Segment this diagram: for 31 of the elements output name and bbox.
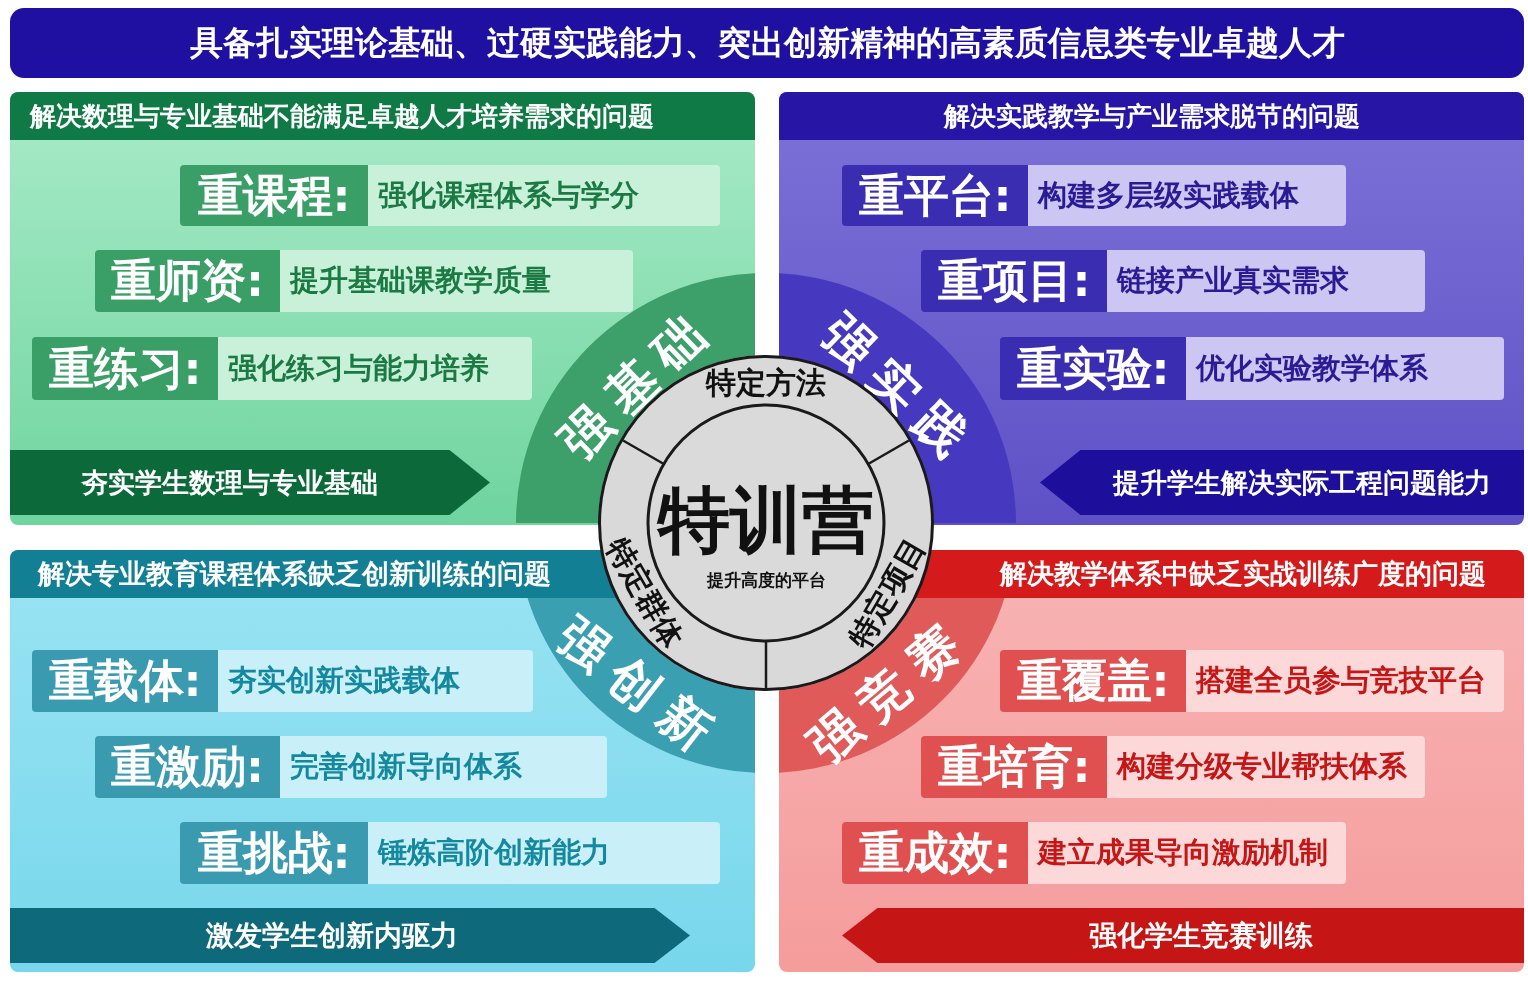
description-box: 锤炼高阶创新能力: [368, 822, 720, 884]
description-box: 提升基础课教学质量: [280, 250, 633, 312]
term-label: 重覆盖:: [1000, 650, 1186, 712]
term-label: 重练习:: [32, 337, 218, 400]
title-banner: 具备扎实理论基础、过硬实践能力、突出创新精神的高素质信息类专业卓越人才: [10, 8, 1524, 78]
term-label: 重载体:: [32, 650, 218, 712]
term-label: 重项目:: [921, 250, 1107, 312]
term-label: 重成效:: [842, 822, 1028, 884]
description-box: 构建分级专业帮扶体系: [1107, 736, 1425, 798]
description-box: 完善创新导向体系: [280, 736, 607, 798]
description-box: 夯实创新实践载体: [218, 650, 533, 712]
term-label: 重挑战:: [180, 822, 368, 884]
term-label: 重课程:: [180, 165, 368, 226]
arrow-banner: 激发学生创新内驱力: [10, 908, 690, 963]
panel-header: 解决数理与专业基础不能满足卓越人才培养需求的问题: [10, 92, 755, 140]
description-box: 建立成果导向激励机制: [1028, 822, 1346, 884]
description-box: 强化练习与能力培养: [218, 337, 532, 400]
arrow-banner: 提升学生解决实际工程问题能力: [1040, 450, 1524, 515]
description-box: 搭建全员参与竞技平台: [1186, 650, 1504, 712]
arrow-banner: 夯实学生数理与专业基础: [10, 450, 490, 515]
arrow-banner: 强化学生竞赛训练: [842, 908, 1524, 963]
description-box: 构建多层级实践载体: [1028, 165, 1346, 226]
term-label: 重实验:: [1000, 337, 1186, 400]
description-box: 链接产业真实需求: [1107, 250, 1425, 312]
term-label: 重师资:: [95, 250, 280, 312]
term-label: 重平台:: [842, 165, 1028, 226]
description-box: 强化课程体系与学分: [368, 165, 720, 226]
panel-header: 解决实践教学与产业需求脱节的问题: [779, 92, 1524, 140]
term-label: 重培育:: [921, 736, 1107, 798]
term-label: 重激励:: [95, 736, 280, 798]
description-box: 优化实验教学体系: [1186, 337, 1504, 400]
